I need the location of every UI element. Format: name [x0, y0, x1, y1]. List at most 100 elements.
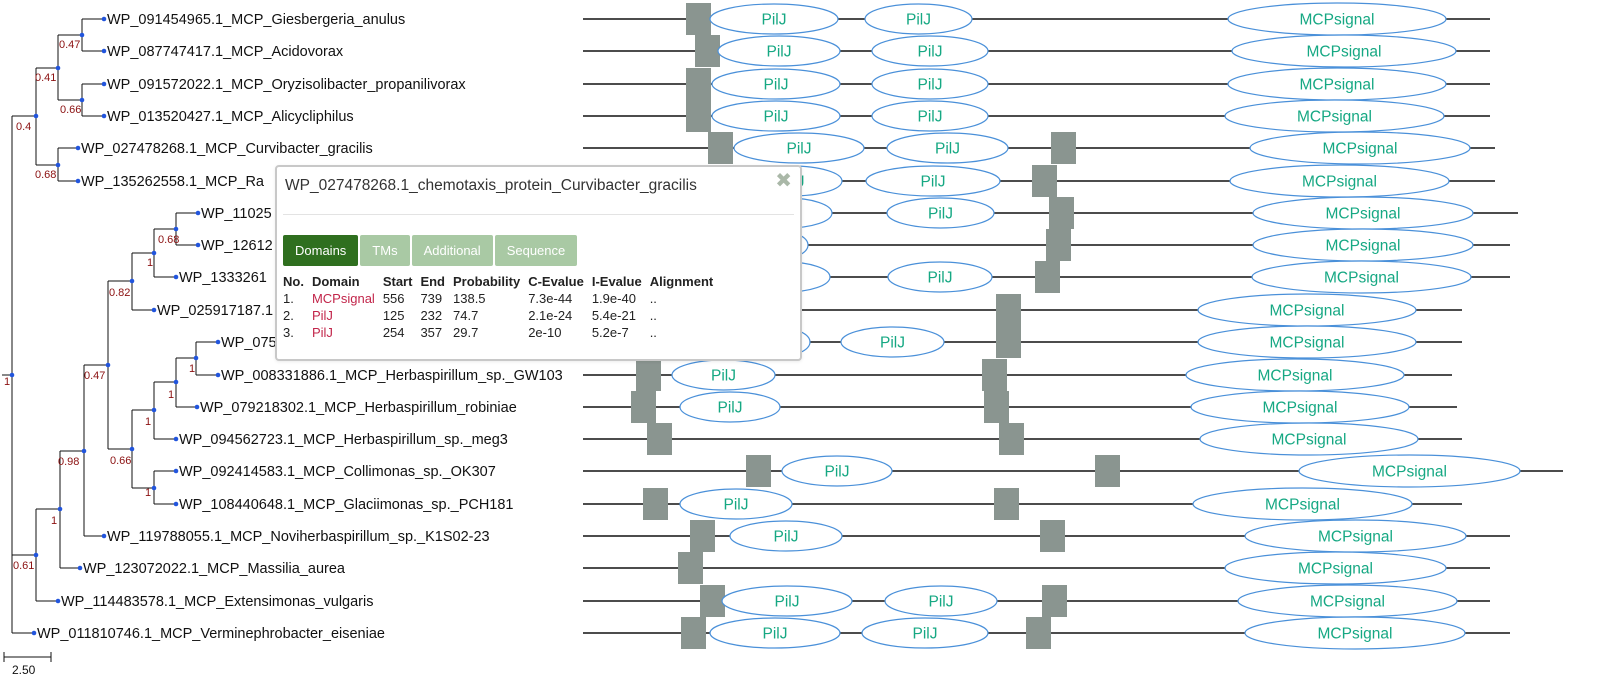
tm-segment[interactable]	[700, 585, 725, 617]
tm-segment[interactable]	[982, 359, 1007, 391]
pilj-domain[interactable]	[733, 132, 865, 164]
pilj-domain[interactable]	[721, 585, 853, 617]
pilj-domain[interactable]	[886, 197, 995, 229]
pilj-domain[interactable]	[781, 455, 893, 487]
tm-segment[interactable]	[686, 68, 711, 100]
tab-tms[interactable]: TMs	[360, 235, 410, 266]
tab-sequence[interactable]: Sequence	[494, 235, 578, 266]
mcpsignal-domain[interactable]	[1298, 454, 1521, 488]
tm-segment[interactable]	[1035, 261, 1060, 293]
tm-segment[interactable]	[647, 423, 672, 455]
tm-segment[interactable]	[996, 326, 1021, 358]
pilj-domain[interactable]	[871, 35, 989, 67]
leaf-label[interactable]: WP_027478268.1_MCP_Curvibacter_gracilis	[81, 141, 373, 157]
pilj-domain[interactable]	[871, 100, 989, 132]
leaf-label[interactable]: WP_123072022.1_MCP_Massilia_aurea	[83, 561, 346, 577]
mcpsignal-domain[interactable]	[1244, 616, 1466, 650]
tm-segment[interactable]	[1026, 617, 1051, 649]
pilj-domain[interactable]	[709, 3, 839, 35]
architecture-row[interactable]: MCPsignal	[583, 422, 1462, 456]
tm-segment[interactable]	[695, 35, 720, 67]
pilj-domain[interactable]	[711, 100, 841, 132]
tm-segment[interactable]	[678, 552, 703, 584]
tm-segment[interactable]	[631, 391, 656, 423]
tm-segment[interactable]	[708, 132, 733, 164]
pilj-domain[interactable]	[865, 165, 1001, 197]
pilj-domain[interactable]	[884, 585, 998, 617]
tm-segment[interactable]	[1042, 585, 1067, 617]
cell-domain[interactable]: PilJ	[311, 308, 333, 323]
mcpsignal-domain[interactable]	[1197, 325, 1417, 359]
leaf-label[interactable]: WP_094562723.1_MCP_Herbaspirillum_sp._me…	[179, 432, 508, 448]
cell-alignment[interactable]: ..	[649, 308, 657, 323]
leaf-label[interactable]: WP_013520427.1_MCP_Alicycliphilus	[107, 109, 354, 125]
architecture-row[interactable]: MCPsignal	[583, 551, 1490, 585]
tm-segment[interactable]	[984, 391, 1009, 423]
leaf-label[interactable]: WP_12612	[201, 238, 273, 254]
mcpsignal-domain[interactable]	[1249, 131, 1471, 165]
close-icon[interactable]: ✖	[775, 170, 792, 192]
pilj-domain[interactable]	[717, 35, 841, 67]
pilj-domain[interactable]	[886, 132, 1009, 164]
leaf-label[interactable]: WP_135262558.1_MCP_Ra	[81, 174, 265, 190]
cell-alignment[interactable]: ..	[649, 325, 657, 340]
tm-segment[interactable]	[1049, 197, 1074, 229]
pilj-domain[interactable]	[729, 520, 843, 552]
pilj-domain[interactable]	[709, 617, 841, 649]
leaf-label[interactable]: WP_091454965.1_MCP_Giesbergeria_anulus	[107, 12, 405, 28]
leaf-label[interactable]: WP_091572022.1_MCP_Oryzisolibacter_propa…	[107, 77, 466, 93]
pilj-domain[interactable]	[711, 68, 841, 100]
cell-alignment[interactable]: ..	[649, 291, 657, 306]
leaf-label[interactable]: WP_025917187.1	[157, 303, 273, 319]
pilj-domain[interactable]	[887, 261, 993, 293]
tm-segment[interactable]	[1046, 229, 1071, 261]
pilj-domain[interactable]	[864, 3, 973, 35]
leaf-label[interactable]: WP_008331886.1_MCP_Herbaspirillum_sp._GW…	[221, 368, 563, 384]
tm-segment[interactable]	[999, 423, 1024, 455]
leaf-label[interactable]: WP_11025	[201, 206, 272, 222]
tm-segment[interactable]	[746, 455, 771, 487]
leaf-label[interactable]: WP_079218302.1_MCP_Herbaspirillum_robini…	[200, 400, 517, 416]
leaf-label[interactable]: WP_075	[221, 335, 277, 351]
cell-domain[interactable]: PilJ	[311, 325, 333, 340]
mcpsignal-domain[interactable]	[1224, 551, 1447, 585]
tm-segment[interactable]	[996, 294, 1021, 326]
mcpsignal-domain[interactable]	[1192, 487, 1413, 521]
tm-segment[interactable]	[1051, 132, 1076, 164]
pilj-domain[interactable]	[861, 617, 989, 649]
pilj-domain[interactable]	[871, 68, 989, 100]
pilj-domain[interactable]	[679, 488, 793, 520]
tm-segment[interactable]	[1040, 520, 1065, 552]
leaf-label[interactable]: WP_092414583.1_MCP_Collimonas_sp._OK307	[179, 464, 496, 480]
mcpsignal-domain[interactable]	[1251, 260, 1472, 294]
leaf-label[interactable]: WP_087747417.1_MCP_Acidovorax	[107, 44, 344, 60]
leaf-label[interactable]: WP_114483578.1_MCP_Extensimonas_vulgaris	[61, 594, 373, 610]
tm-segment[interactable]	[686, 100, 711, 132]
mcpsignal-domain[interactable]	[1231, 34, 1457, 68]
tm-segment[interactable]	[1032, 165, 1057, 197]
tm-segment[interactable]	[636, 359, 661, 391]
tm-segment[interactable]	[994, 488, 1019, 520]
pilj-domain[interactable]	[840, 326, 945, 358]
tm-segment[interactable]	[643, 488, 668, 520]
tm-segment[interactable]	[690, 520, 715, 552]
cell-domain[interactable]: MCPsignal	[311, 291, 375, 306]
pilj-domain[interactable]	[679, 391, 781, 423]
tm-segment[interactable]	[681, 617, 706, 649]
leaf-label[interactable]: WP_119788055.1_MCP_Noviherbaspirillum_sp…	[107, 529, 490, 545]
tm-segment[interactable]	[1095, 455, 1120, 487]
tm-segment[interactable]	[686, 3, 711, 35]
tab-domains[interactable]: Domains	[283, 235, 359, 266]
leaf-label[interactable]: WP_1333261	[179, 270, 267, 286]
